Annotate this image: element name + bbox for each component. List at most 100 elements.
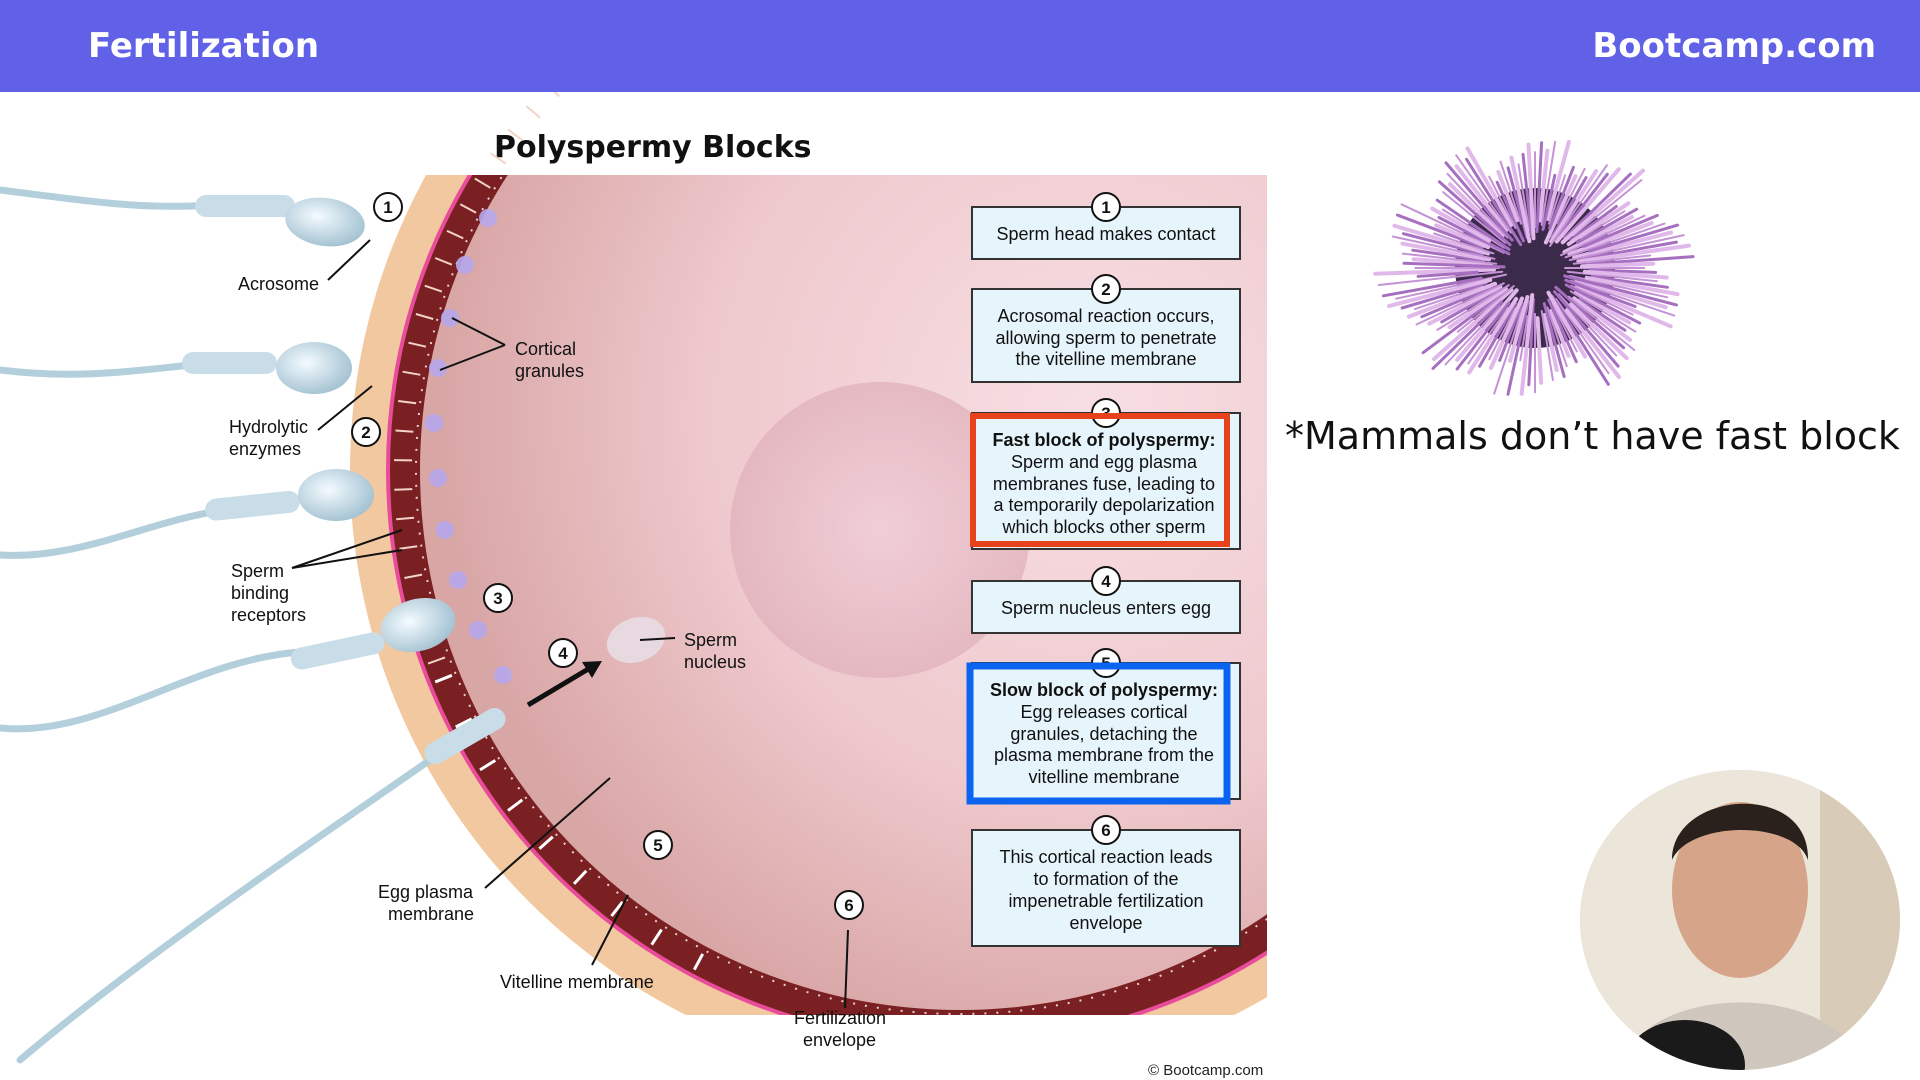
urchin-spine — [1455, 301, 1511, 371]
svg-text:4: 4 — [1101, 572, 1111, 591]
urchin-spine — [1488, 296, 1524, 370]
diagram-labels: Acrosome Cortical granules Hydrolytic en… — [229, 274, 886, 1050]
brand-name: Bootcamp.com — [1592, 26, 1876, 66]
sperm-cells — [182, 195, 506, 764]
urchin-spine — [1549, 169, 1599, 244]
slow-block-highlight — [966, 662, 1231, 805]
urchin-spine — [1406, 281, 1498, 319]
urchin-spine — [1548, 309, 1571, 358]
label-hydrolytic-1: Hydrolytic — [229, 417, 308, 437]
urchin-spine — [1555, 297, 1610, 375]
svg-text:Acrosomal reaction occurs,: Acrosomal reaction occurs, — [997, 306, 1214, 326]
membrane-tick — [427, 656, 446, 665]
egg-nucleus — [730, 382, 1030, 678]
urchin-spine — [1535, 316, 1544, 385]
urchin-spine — [1430, 206, 1492, 243]
urchin-spine — [1488, 175, 1517, 229]
urchin-spine — [1392, 223, 1490, 256]
urchin-spine — [1387, 278, 1493, 308]
urchin-spine — [1455, 288, 1519, 362]
cortical-reaction-arrows — [394, 92, 705, 971]
urchin-spine — [1545, 139, 1571, 221]
urchin-spine — [1546, 306, 1568, 368]
urchin-spine — [1506, 166, 1529, 239]
urchin-spine — [1421, 291, 1505, 355]
svg-text:1: 1 — [1101, 198, 1110, 217]
urchin-spine — [1566, 270, 1658, 283]
urchin-spine — [1373, 267, 1496, 276]
urchin-spine — [1381, 276, 1483, 298]
reaction-arrow — [507, 798, 524, 812]
urchin-spine — [1434, 223, 1490, 250]
urchin-spine — [1377, 270, 1504, 286]
urchin-spine — [1569, 204, 1618, 242]
urchin-spine — [1411, 248, 1486, 262]
urchin-spine — [1541, 173, 1557, 231]
urchin-spine — [1590, 275, 1669, 289]
label-binding-1: Sperm — [231, 561, 284, 581]
urchin-spine — [1432, 287, 1514, 362]
urchin-spine — [1499, 160, 1522, 225]
urchin-spine — [1416, 270, 1479, 278]
membrane-tick — [474, 177, 491, 189]
svg-text:vitelline membrane: vitelline membrane — [1028, 767, 1179, 787]
urchin-spine — [1442, 191, 1507, 244]
urchin-spine — [1467, 296, 1519, 375]
svg-text:1: 1 — [383, 198, 392, 217]
svg-text:6: 6 — [844, 896, 853, 915]
membrane-tick — [446, 229, 464, 240]
urchin-spine — [1526, 142, 1536, 241]
urchin-spine — [1488, 307, 1517, 361]
svg-text:5: 5 — [653, 836, 662, 855]
urchin-spine — [1560, 168, 1645, 245]
urchin-spine — [1563, 274, 1678, 307]
urchin-spine — [1467, 306, 1509, 365]
label-nucleus-1: Sperm — [684, 630, 737, 650]
urchin-spine — [1574, 284, 1673, 329]
svg-text:6: 6 — [1101, 821, 1110, 840]
urchin-spine — [1411, 257, 1494, 267]
urchin-spine — [1582, 269, 1669, 280]
urchin-spine — [1548, 165, 1575, 230]
urchin-spine — [1567, 221, 1654, 257]
urchin-spine — [1542, 312, 1559, 372]
urchin-spine — [1570, 279, 1676, 317]
urchin-spine — [1579, 210, 1626, 240]
urchin-spine — [1455, 154, 1512, 234]
reaction-arrow — [610, 900, 624, 917]
urchin-spine — [1584, 275, 1680, 297]
urchin-spine — [1554, 285, 1626, 350]
svg-text:the vitelline membrane: the vitelline membrane — [1015, 349, 1196, 369]
membrane-tick — [398, 400, 417, 405]
urchin-spine — [1441, 208, 1506, 249]
membrane-tick — [434, 257, 453, 266]
label-nucleus-2: nucleus — [684, 652, 746, 672]
marker-3: 3 — [483, 583, 513, 613]
slide-title: Fertilization — [88, 26, 320, 66]
membrane-tick — [396, 516, 415, 521]
svg-text:2: 2 — [1101, 280, 1110, 299]
urchin-spine — [1540, 310, 1554, 382]
reaction-arrow — [538, 835, 554, 850]
urchin-spine — [1436, 284, 1510, 331]
urchin-spine — [1400, 281, 1488, 310]
reaction-arrow — [692, 953, 705, 971]
svg-text:Egg releases cortical: Egg releases cortical — [1020, 702, 1187, 722]
urchin-spine — [1547, 298, 1578, 364]
urchin-spine — [1563, 172, 1632, 240]
urchin-spine — [1496, 170, 1520, 223]
svg-text:Sperm head makes contact: Sperm head makes contact — [996, 224, 1215, 244]
urchin-spine — [1574, 290, 1632, 325]
urchin-spine — [1564, 278, 1637, 308]
urchin-spine — [1569, 302, 1629, 361]
urchin-spine — [1551, 302, 1578, 353]
urchin-spine — [1465, 146, 1514, 227]
svg-text:impenetrable fertilization: impenetrable fertilization — [1008, 891, 1203, 911]
sperm-nucleus — [606, 616, 666, 664]
urchin-spine — [1577, 298, 1627, 332]
membrane-tick — [424, 284, 443, 293]
urchin-spine — [1498, 301, 1524, 362]
membrane-tick — [553, 92, 560, 98]
urchin-spine — [1519, 293, 1535, 396]
svg-text:plasma membrane from the: plasma membrane from the — [994, 745, 1214, 765]
